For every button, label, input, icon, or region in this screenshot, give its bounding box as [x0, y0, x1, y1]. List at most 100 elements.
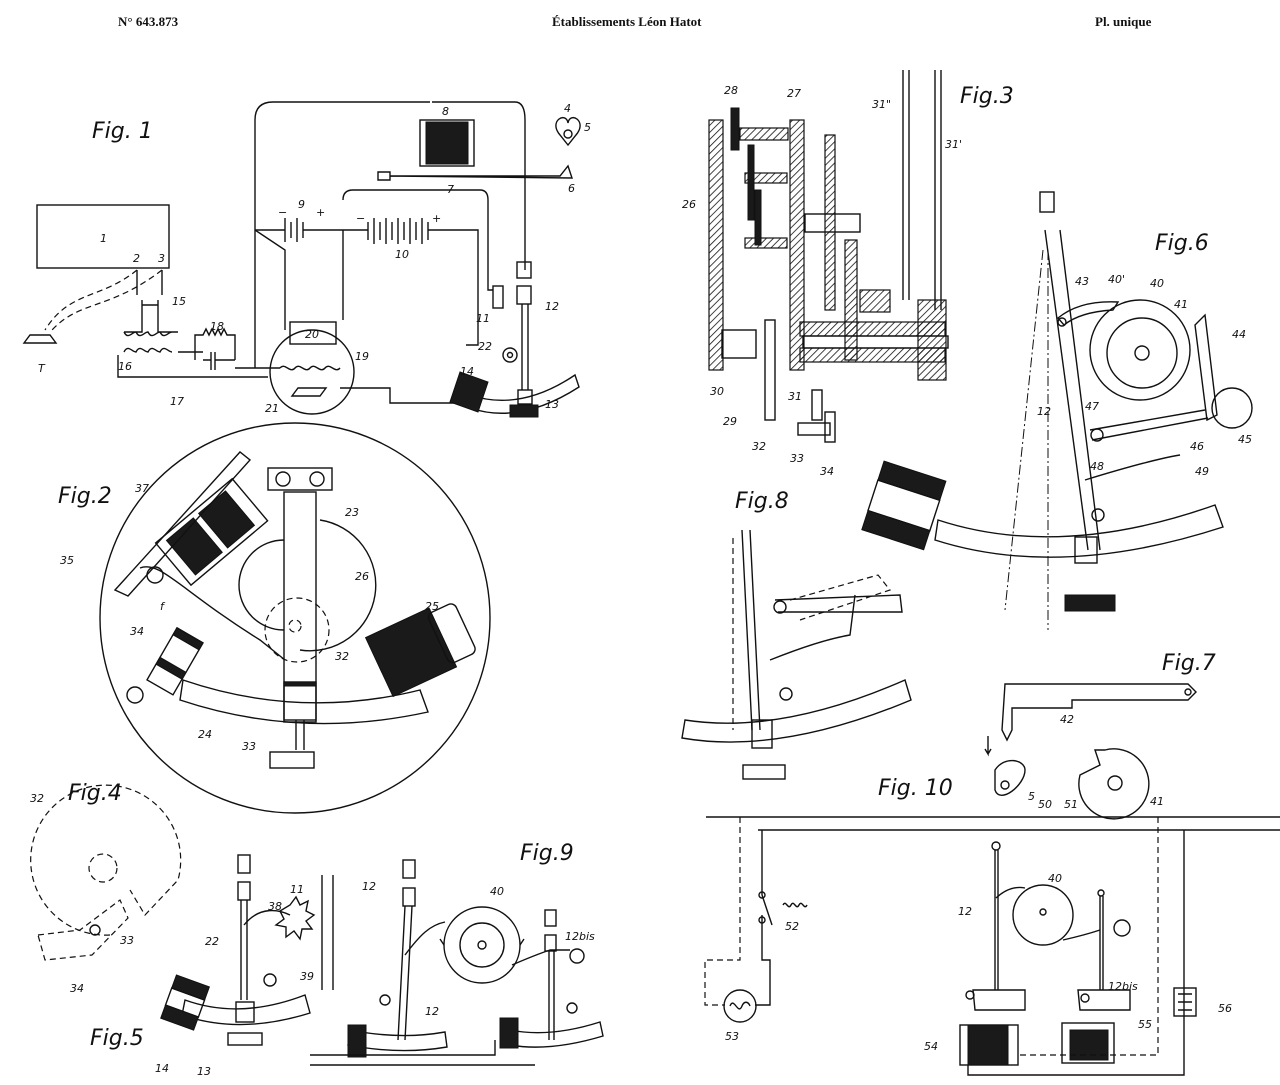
figure-10: Fig. 10 50 51 52 53 40 12 12bis 54 55 — [704, 776, 1280, 1076]
drawing-stroke — [402, 859, 416, 879]
reference-label: 26 — [355, 570, 369, 583]
reference-label: 11 — [476, 312, 490, 325]
drawing-stroke — [751, 719, 773, 749]
drawing-stroke — [861, 509, 931, 551]
drawing-stroke — [347, 1029, 448, 1052]
reference-label: + — [316, 206, 325, 219]
reference-label: 55 — [1138, 1018, 1152, 1031]
drawing-stroke — [1001, 683, 1197, 742]
reference-label: 34 — [820, 465, 834, 478]
drawing-stroke — [243, 909, 291, 926]
drawing-stroke — [37, 899, 129, 961]
drawing-stroke — [123, 322, 178, 353]
reference-label: 47 — [1085, 400, 1099, 413]
drawing-stroke — [377, 164, 573, 181]
reference-label: 12 — [362, 880, 376, 893]
arc-13 — [469, 373, 580, 414]
drawing-stroke — [563, 129, 573, 139]
figure-title: Fig.9 — [520, 841, 574, 866]
drawing-stroke — [994, 759, 1026, 796]
drawing-stroke — [342, 189, 493, 291]
drawing-stroke — [730, 107, 740, 151]
drawing-stroke — [1194, 313, 1218, 422]
vacuum-tube — [269, 329, 355, 415]
drawing-stroke — [439, 938, 525, 946]
reference-label: 27 — [787, 87, 801, 100]
drawing-stroke — [548, 951, 555, 1040]
drawing-stroke — [995, 886, 1026, 899]
plate-label: Pl. unique — [1095, 14, 1152, 29]
drawing-stroke — [269, 751, 315, 769]
drawing-stroke — [1097, 889, 1105, 897]
reference-label: 12 — [1037, 405, 1051, 418]
reference-label: 54 — [924, 1040, 938, 1053]
drawing-stroke — [1039, 908, 1047, 916]
drawing-stroke — [240, 900, 248, 1000]
drawing-stroke — [146, 566, 164, 584]
drawing-stroke — [811, 389, 823, 421]
drawing-stroke — [972, 989, 1131, 1011]
drawing-stroke — [1178, 993, 1192, 1011]
drawing-stroke — [290, 387, 328, 397]
drawing-stroke — [1090, 428, 1104, 442]
drawing-stroke — [681, 679, 912, 743]
drawing-stroke — [117, 351, 268, 378]
reference-label: 33 — [242, 740, 256, 753]
drawing-stroke — [1057, 317, 1067, 327]
reference-label: 45 — [1238, 433, 1252, 446]
drawing-stroke — [254, 101, 526, 368]
reference-label: 38 — [268, 900, 282, 913]
drawing-stroke — [492, 285, 504, 309]
reference-label: 30 — [710, 385, 724, 398]
figure-title: Fig.8 — [735, 489, 789, 514]
drawing-stroke — [967, 830, 1185, 1076]
reference-label: − — [356, 212, 365, 225]
drawing-stroke — [708, 119, 724, 371]
reference-label: 32 — [30, 792, 44, 805]
reference-label: 29 — [723, 415, 737, 428]
drawing-stroke — [477, 940, 487, 950]
drawing-stroke — [744, 172, 788, 184]
figure-4: Fig.4 32 33 34 — [30, 781, 182, 995]
reference-label: 12 — [958, 905, 972, 918]
drawing-stroke — [744, 237, 788, 249]
drawing-stroke — [721, 329, 757, 359]
drawing-stroke — [1091, 508, 1105, 522]
reference-label: 11 — [290, 883, 304, 896]
drawing-stroke — [859, 289, 891, 313]
reference-label: 13 — [197, 1065, 211, 1078]
drawing-stroke — [203, 352, 235, 370]
drawing-stroke — [1057, 301, 1120, 326]
reference-label: 12 — [425, 1005, 439, 1018]
drawing-stroke — [397, 905, 413, 1041]
drawing-stroke — [739, 127, 789, 141]
drawing-stroke — [1000, 780, 1010, 790]
drawing-stroke — [289, 321, 337, 345]
reference-label: 50 — [1038, 798, 1052, 811]
drawing-stroke — [511, 949, 570, 966]
drawing-stroke — [506, 351, 514, 359]
reference-label: 23 — [345, 506, 359, 519]
drawing-stroke — [1012, 884, 1074, 946]
drawing-stroke — [797, 422, 831, 436]
drawing-stroke — [516, 285, 532, 305]
figure-title: Fig.2 — [58, 484, 112, 509]
reference-label: 42 — [1060, 713, 1074, 726]
figure-title: Fig.3 — [960, 84, 1014, 109]
reference-label: 13 — [545, 398, 559, 411]
drawing-stroke — [704, 817, 741, 1006]
drawing-stroke — [1020, 817, 1159, 1056]
drawing-stroke — [544, 934, 557, 952]
drawing-stroke — [569, 948, 585, 964]
drawing-stroke — [172, 627, 204, 651]
arc-24 — [179, 679, 429, 725]
reference-label: 31 — [788, 390, 802, 403]
reference-label: 44 — [1232, 328, 1246, 341]
reference-label: 3 — [158, 252, 165, 265]
drawing-stroke — [254, 229, 344, 330]
figure-title: Fig.4 — [68, 781, 122, 806]
drawing-stroke — [804, 213, 861, 233]
reference-label: 28 — [724, 84, 738, 97]
drawing-stroke — [155, 656, 187, 680]
drawing-stroke — [364, 607, 458, 698]
